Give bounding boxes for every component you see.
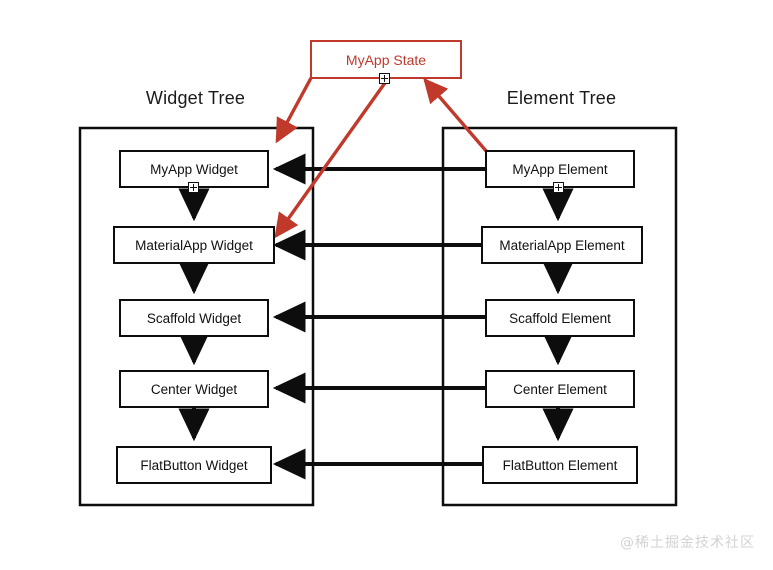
- state-to-materialapp-widget-arrow: [274, 79, 389, 239]
- node-center-element[interactable]: Center Element: [485, 370, 635, 408]
- node-center-widget[interactable]: Center Widget: [119, 370, 269, 408]
- site-watermark: @稀土掘金技术社区: [620, 535, 755, 551]
- element-tree-title: Element Tree: [506, 88, 617, 108]
- node-myapp-widget[interactable]: MyApp Widget: [119, 150, 269, 188]
- state-box-plus-icon[interactable]: [379, 73, 390, 84]
- node-materialapp-element[interactable]: MaterialApp Element: [481, 226, 643, 264]
- element-to-widget-arrows: [272, 153, 485, 480]
- state-to-myapp-widget-arrow: [275, 77, 313, 144]
- node-materialapp-widget[interactable]: MaterialApp Widget: [113, 226, 275, 264]
- node-scaffold-element[interactable]: Scaffold Element: [485, 299, 635, 337]
- myapp-state-box[interactable]: MyApp State: [310, 40, 462, 79]
- node-flatbutton-element[interactable]: FlatButton Element: [482, 446, 638, 484]
- myapp-element-plus-icon[interactable]: [553, 182, 564, 193]
- node-myapp-element[interactable]: MyApp Element: [485, 150, 635, 188]
- myapp-widget-plus-icon[interactable]: [188, 182, 199, 193]
- myapp-element-to-state-arrow: [423, 77, 489, 154]
- widget-tree-title: Widget Tree: [145, 88, 246, 108]
- state-arrows: [274, 77, 489, 239]
- node-scaffold-widget[interactable]: Scaffold Widget: [119, 299, 269, 337]
- node-flatbutton-widget[interactable]: FlatButton Widget: [116, 446, 272, 484]
